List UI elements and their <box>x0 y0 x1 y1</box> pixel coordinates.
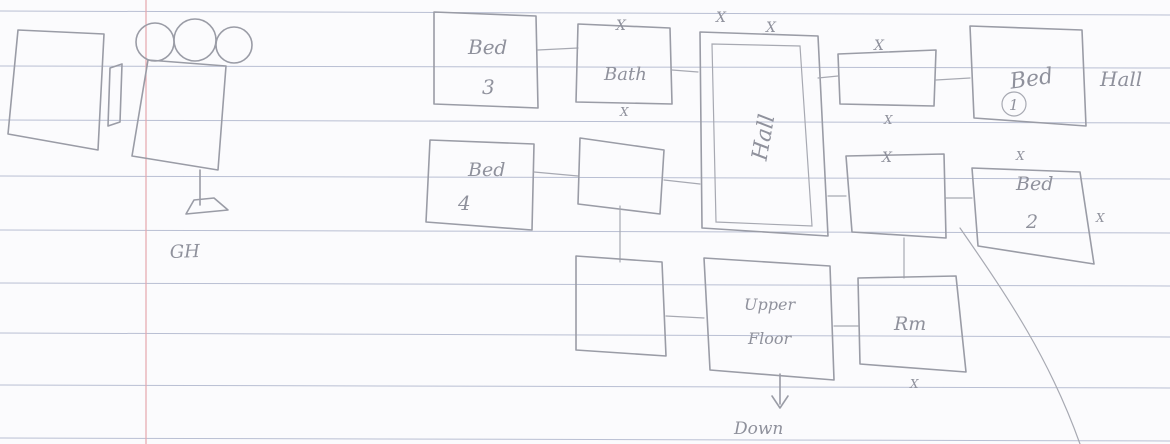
left-sketch: GH <box>8 19 252 263</box>
x-mark: X <box>765 20 777 36</box>
x-mark: X <box>873 38 885 54</box>
x-mark: X <box>619 105 629 119</box>
room-bed4 <box>426 140 534 230</box>
bed4-label: Bed <box>467 159 505 181</box>
bed2-label: Bed <box>1015 173 1053 195</box>
down-label: Down <box>733 419 783 439</box>
x-mark: X <box>909 377 919 391</box>
rm-label: Rm <box>893 313 926 335</box>
room-middle <box>578 138 664 214</box>
upper-floor-line2: Floor <box>747 329 792 348</box>
x-mark: X <box>1015 149 1025 163</box>
bed3-number: 3 <box>482 75 495 99</box>
x-mark: X <box>715 10 727 26</box>
room-top-right <box>838 50 936 106</box>
hall-label: Hall <box>747 112 780 163</box>
bed4-number: 4 <box>457 191 471 215</box>
bed1-number: 1 <box>1009 96 1019 114</box>
x-mark: X <box>883 113 893 127</box>
floor-plan: Bed 3 Bath Hall Bed 1 Hall Bed 4 <box>426 10 1142 444</box>
x-mark: X <box>1095 211 1105 225</box>
upper-floor-line1: Upper <box>744 295 796 314</box>
room-upper-floor <box>704 258 834 380</box>
room-right-middle <box>846 154 946 238</box>
gh-label: GH <box>169 241 200 263</box>
room-lower-left <box>576 256 666 356</box>
bath-label: Bath <box>603 64 647 85</box>
bed2-number: 2 <box>1025 211 1038 233</box>
ruled-lines <box>0 11 1170 441</box>
x-mark: X <box>615 18 627 34</box>
right-note: Hall <box>1099 67 1142 91</box>
bed3-label: Bed <box>467 35 507 59</box>
x-mark: X <box>881 150 893 166</box>
bed1-label: Bed <box>1007 64 1054 95</box>
